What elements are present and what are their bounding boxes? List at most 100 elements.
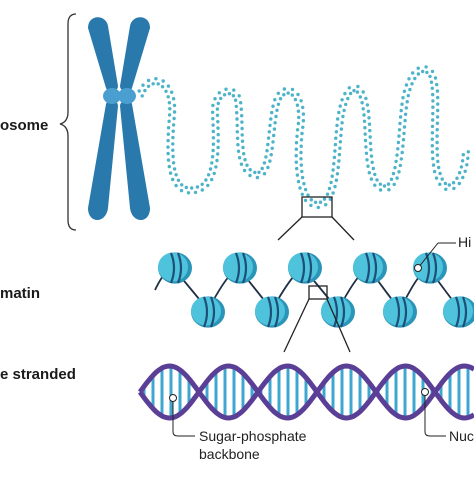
- fiber-dot: [233, 98, 238, 102]
- fiber-dot: [316, 205, 320, 210]
- zoom-line-left: [277, 216, 303, 241]
- fiber-dot: [364, 151, 369, 155]
- fiber-dot: [322, 197, 327, 201]
- fiber-dot: [235, 136, 240, 140]
- fiber-dot: [172, 103, 177, 108]
- fiber-dot: [368, 128, 372, 133]
- fiber-dot: [236, 149, 241, 153]
- fiber-dot: [174, 173, 178, 177]
- fiber-dot: [269, 117, 273, 121]
- fiber-dot: [368, 141, 373, 146]
- fiber-dot: [424, 65, 428, 69]
- fiber-dot: [262, 161, 267, 165]
- fiber-dot: [296, 121, 301, 126]
- fiber-dot: [245, 163, 249, 167]
- fiber-dot: [179, 188, 184, 193]
- dna-strand-1: [137, 363, 474, 421]
- fiber-dot: [402, 125, 407, 129]
- nucleosome-array: [158, 252, 474, 328]
- fiber-dot: [334, 130, 339, 134]
- chromatin-fiber: [137, 65, 470, 210]
- fiber-dot: [262, 172, 267, 176]
- fiber-dot: [400, 150, 404, 155]
- fiber-dot: [331, 168, 335, 172]
- fiber-dot: [301, 112, 306, 116]
- fiber-dot: [365, 158, 369, 162]
- fiber-dot: [367, 122, 372, 126]
- fiber-dot: [282, 87, 287, 91]
- fiber-dot: [268, 159, 272, 163]
- fiber-dot: [239, 162, 244, 166]
- fiber-dot: [431, 105, 435, 109]
- fiber-dot: [298, 186, 302, 190]
- fiber-dot: [219, 96, 223, 101]
- histone-marker: [414, 264, 422, 272]
- fiber-dot: [396, 147, 400, 151]
- fiber-dot: [296, 179, 301, 184]
- fiber-dot: [397, 170, 401, 174]
- fiber-dot: [167, 101, 172, 105]
- dna-strand-2: [137, 363, 474, 421]
- fiber-dot: [366, 109, 371, 114]
- histone-label: Hi: [458, 234, 472, 250]
- fiber-dot: [294, 154, 298, 158]
- fiber-dot: [210, 161, 214, 165]
- fiber-dot: [270, 110, 274, 115]
- fiber-dot: [332, 155, 337, 160]
- fiber-dot: [299, 150, 303, 155]
- fiber-dot: [398, 115, 403, 119]
- fiber-dot: [300, 169, 304, 174]
- fiber-dot: [208, 167, 213, 171]
- fiber-dot: [447, 183, 451, 187]
- fiber-dot: [391, 171, 396, 176]
- fiber-dot: [270, 146, 274, 150]
- fiber-dot: [146, 78, 151, 83]
- fiber-dot: [408, 87, 412, 92]
- fiber-dot: [295, 134, 299, 138]
- fiber-dot: [452, 186, 456, 191]
- fiber-dot: [171, 161, 176, 165]
- backbone-marker: [169, 394, 177, 402]
- fiber-dot: [303, 187, 308, 192]
- fiber-dot: [369, 154, 374, 158]
- fiber-dot: [200, 188, 204, 192]
- nucleosome: [255, 296, 289, 328]
- fiber-dot: [435, 115, 440, 119]
- fiber-dot: [171, 154, 175, 159]
- fiber-dot: [297, 115, 301, 120]
- fiber-dot: [299, 138, 304, 142]
- fiber-dot: [463, 169, 467, 173]
- fiber-dot: [166, 158, 171, 162]
- fiber-dot: [172, 167, 177, 171]
- nucleosome: [191, 296, 225, 328]
- fiber-dot: [299, 163, 303, 167]
- nucleotide-pointer: [424, 392, 446, 437]
- fiber-dot: [333, 142, 338, 147]
- fiber-dot: [217, 91, 221, 95]
- fiber-dot: [278, 97, 283, 101]
- fiber-dot: [399, 108, 403, 113]
- fiber-dot: [398, 121, 402, 126]
- fiber-dot: [211, 103, 215, 108]
- fiber-dot: [461, 175, 465, 180]
- fiber-dot: [444, 187, 448, 191]
- fiber-dot: [435, 89, 440, 93]
- fiber-dot: [352, 88, 356, 93]
- fiber-dot: [336, 117, 340, 121]
- fiber-dot: [362, 119, 367, 124]
- fiber-dot: [459, 165, 464, 169]
- fiber-dot: [137, 89, 141, 93]
- fiber-dot: [460, 159, 465, 163]
- fiber-dot: [436, 102, 440, 106]
- fiber-dot: [266, 165, 270, 170]
- fiber-dot: [171, 129, 175, 133]
- fiber-dot: [328, 197, 332, 201]
- fiber-dot: [369, 148, 373, 152]
- fiber-dot: [166, 151, 170, 156]
- fiber-dot: [300, 131, 304, 136]
- fiber-dot: [466, 150, 470, 154]
- fiber-dot: [237, 156, 242, 160]
- fiber-dot: [416, 66, 420, 70]
- fiber-dot: [435, 140, 439, 145]
- fiber-dot: [166, 138, 170, 143]
